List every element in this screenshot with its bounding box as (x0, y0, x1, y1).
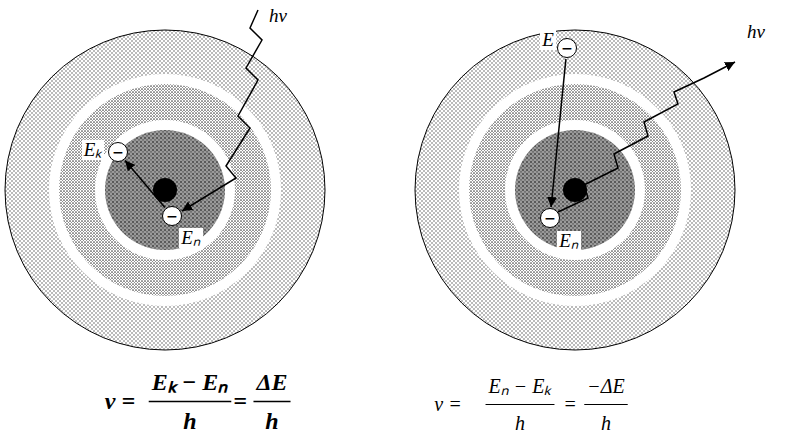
fraction-denominator: h (515, 412, 525, 434)
formula-equals: = (233, 388, 247, 414)
fraction-bar (253, 401, 290, 403)
fraction-numerator: Eₙ − Eₖ (489, 375, 552, 397)
fraction-denominator: h (601, 412, 611, 434)
formula-lhs: ν = (105, 388, 135, 414)
photon-in (182, 10, 262, 211)
fraction-bar (584, 404, 627, 405)
fraction-numerator: Eₖ − Eₙ (152, 369, 229, 395)
transition-arrow (551, 59, 566, 207)
electron: − (540, 208, 560, 228)
energy-level-label: E (540, 30, 556, 51)
photon-label: hν (745, 22, 767, 43)
fraction-numerator: ΔE (256, 369, 287, 395)
electron-charge: − (561, 41, 573, 55)
fraction-numerator: −ΔE (587, 375, 624, 397)
atom-right (415, 30, 735, 350)
fraction-denominator: h (265, 408, 278, 434)
photon-label: hν (267, 6, 289, 27)
photon-out (558, 62, 735, 212)
electron: − (162, 206, 182, 226)
atom-left (5, 30, 325, 350)
fraction-bar (486, 404, 555, 405)
transition-arrow (125, 160, 165, 207)
energy-level-label: Eₖ (82, 140, 105, 161)
energy-level-label: Eₙ (557, 231, 581, 252)
electron-charge: − (112, 145, 124, 159)
energy-level-label: Eₙ (179, 228, 203, 249)
electron: − (557, 38, 577, 58)
electron-charge: − (544, 211, 556, 225)
fraction-bar (149, 401, 232, 403)
formula-equals: = (563, 393, 577, 415)
electron: − (108, 142, 128, 162)
fraction-denominator: h (183, 408, 196, 434)
formula-lhs: ν = (434, 393, 461, 415)
electron-charge: − (166, 209, 178, 223)
